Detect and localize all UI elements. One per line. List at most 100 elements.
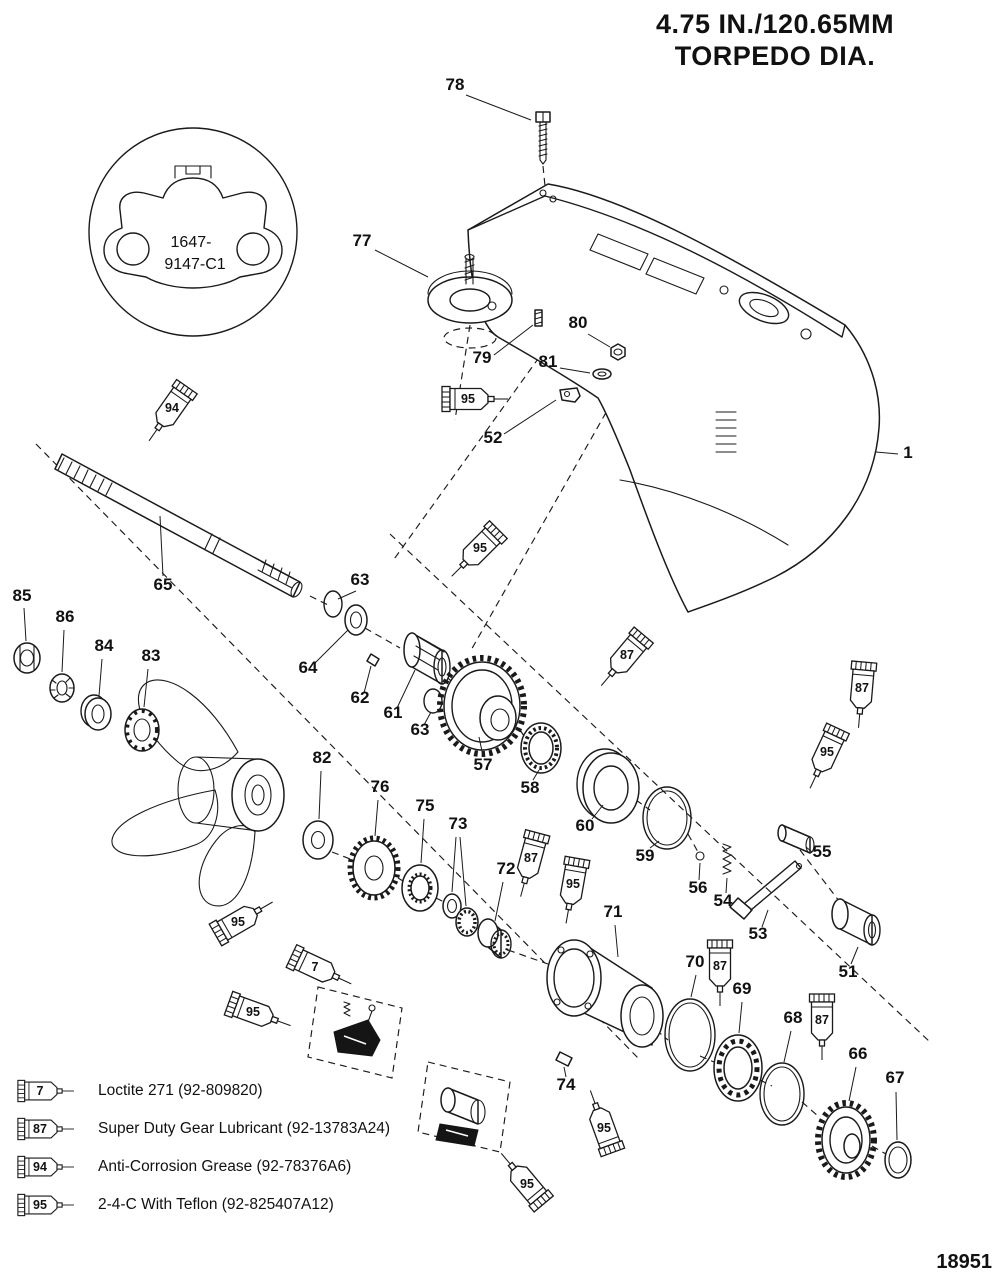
grease-tube-95: 95 bbox=[500, 1153, 555, 1213]
needle-bearing bbox=[520, 722, 562, 774]
leader-line bbox=[805, 846, 813, 853]
housing-hardware bbox=[427, 111, 626, 403]
legend-tube-icon: 7 bbox=[17, 1079, 75, 1103]
part-callout-56: 56 bbox=[689, 878, 708, 897]
propeller bbox=[111, 679, 285, 907]
part-callout-54: 54 bbox=[714, 891, 733, 910]
part-callout-76: 76 bbox=[371, 777, 390, 796]
cross-pin bbox=[366, 653, 380, 667]
leader-line bbox=[875, 451, 899, 455]
carrier-assembly bbox=[302, 820, 912, 1180]
grease-tube-label: 87 bbox=[713, 959, 727, 973]
gear-housing bbox=[467, 183, 881, 613]
leader-line bbox=[423, 711, 432, 726]
part-callout-62: 62 bbox=[351, 688, 370, 707]
inset-label-line-1: 1647- bbox=[171, 234, 212, 251]
leader-line bbox=[420, 818, 425, 864]
legend-tube-icon: 95 bbox=[17, 1193, 75, 1217]
prop-shaft-assembly bbox=[54, 453, 881, 946]
stud-pin bbox=[534, 309, 543, 327]
inset-flange-detail: 1647- 9147-C1 bbox=[88, 127, 298, 337]
title-line-1: 4.75 IN./120.65MM bbox=[655, 9, 895, 39]
leader-line bbox=[503, 399, 557, 435]
washer-82 bbox=[302, 820, 334, 860]
part-callout-68: 68 bbox=[784, 1008, 803, 1027]
legend-item-label: Super Duty Gear Lubricant (92-13783A24) bbox=[98, 1120, 391, 1137]
leader-line bbox=[314, 629, 349, 664]
legend-item-label: Loctite 271 (92-809820) bbox=[98, 1082, 263, 1099]
grease-tube-label: 95 bbox=[473, 541, 487, 555]
prop-nut bbox=[13, 642, 41, 674]
part-callout-52: 52 bbox=[484, 428, 503, 447]
part-callout-82: 82 bbox=[313, 748, 332, 767]
part-callout-63: 63 bbox=[351, 570, 370, 589]
shift-crank-boxes bbox=[307, 986, 511, 1153]
part-callout-75: 75 bbox=[416, 796, 435, 815]
leader-line bbox=[649, 840, 660, 849]
thrust-washer-83 bbox=[124, 708, 160, 752]
grease-tube-95: 95 bbox=[208, 901, 273, 947]
page-title: 4.75 IN./120.65MM TORPEDO DIA. bbox=[590, 8, 960, 73]
grease-tube-95: 95 bbox=[17, 1193, 75, 1217]
leader-line bbox=[591, 804, 604, 820]
o-ring-68 bbox=[759, 1062, 805, 1126]
leader-line bbox=[761, 909, 769, 928]
left-fasteners bbox=[13, 642, 160, 752]
leader-line bbox=[143, 668, 149, 708]
part-callout-63: 63 bbox=[411, 720, 430, 739]
shift-shaft bbox=[729, 860, 803, 920]
grease-tube-87: 87 bbox=[516, 828, 551, 897]
grease-tube-label: 7 bbox=[37, 1084, 44, 1098]
cam-follower bbox=[777, 824, 815, 854]
leader-line bbox=[698, 862, 701, 881]
grease-tube-label: 94 bbox=[165, 401, 179, 415]
legend-tube-icon: 94 bbox=[17, 1155, 75, 1179]
part-callout-71: 71 bbox=[604, 902, 623, 921]
part-callout-57: 57 bbox=[474, 755, 493, 774]
grease-tube-94: 94 bbox=[148, 378, 199, 442]
part-callout-1: 1 bbox=[903, 443, 912, 462]
legend-item: 7 Loctite 271 (92-809820) bbox=[6, 1072, 390, 1110]
grease-tube-label: 87 bbox=[33, 1122, 47, 1136]
leader-line bbox=[559, 367, 591, 374]
clutch-dog bbox=[403, 632, 451, 685]
seal-67 bbox=[884, 1141, 912, 1179]
inset-label-line-2: 9147-C1 bbox=[164, 256, 225, 273]
grease-tube-label: 95 bbox=[231, 915, 245, 929]
part-callout-61: 61 bbox=[384, 703, 403, 722]
grease-tube-7: 7 bbox=[285, 943, 352, 985]
leader-line bbox=[494, 881, 504, 922]
part-callout-53: 53 bbox=[749, 924, 768, 943]
grease-tube-label: 87 bbox=[815, 1013, 829, 1027]
part-callout-72: 72 bbox=[497, 859, 516, 878]
grease-tube-label: 95 bbox=[246, 1005, 260, 1019]
legend-item: 87 Super Duty Gear Lubricant (92-13783A24… bbox=[6, 1110, 390, 1148]
leader-line bbox=[738, 1001, 743, 1034]
snap-ring bbox=[323, 590, 343, 618]
leader-line bbox=[465, 94, 532, 121]
leader-line bbox=[783, 1030, 792, 1063]
leader-line bbox=[363, 665, 372, 694]
grease-tube-87: 87 bbox=[706, 939, 734, 1006]
leader-line bbox=[159, 515, 164, 577]
leader-line bbox=[478, 736, 484, 757]
grease-tube-87: 87 bbox=[17, 1117, 75, 1141]
bearings-73 bbox=[442, 893, 479, 937]
grease-tube-95: 95 bbox=[441, 385, 508, 413]
grease-tube-label: 95 bbox=[597, 1121, 611, 1135]
grease-tube-95: 95 bbox=[559, 855, 591, 924]
spline-washer-84 bbox=[80, 694, 112, 731]
title-line-2: TORPEDO DIA. bbox=[674, 41, 876, 72]
shift-cam-latch bbox=[559, 387, 581, 403]
spline-washer-75 bbox=[401, 864, 439, 912]
leader-line bbox=[895, 1091, 898, 1141]
reverse-gear-66 bbox=[815, 1100, 877, 1180]
grease-tube-label: 95 bbox=[461, 392, 475, 406]
part-callout-60: 60 bbox=[576, 816, 595, 835]
o-ring-59 bbox=[642, 786, 692, 850]
leader-line bbox=[493, 324, 534, 356]
